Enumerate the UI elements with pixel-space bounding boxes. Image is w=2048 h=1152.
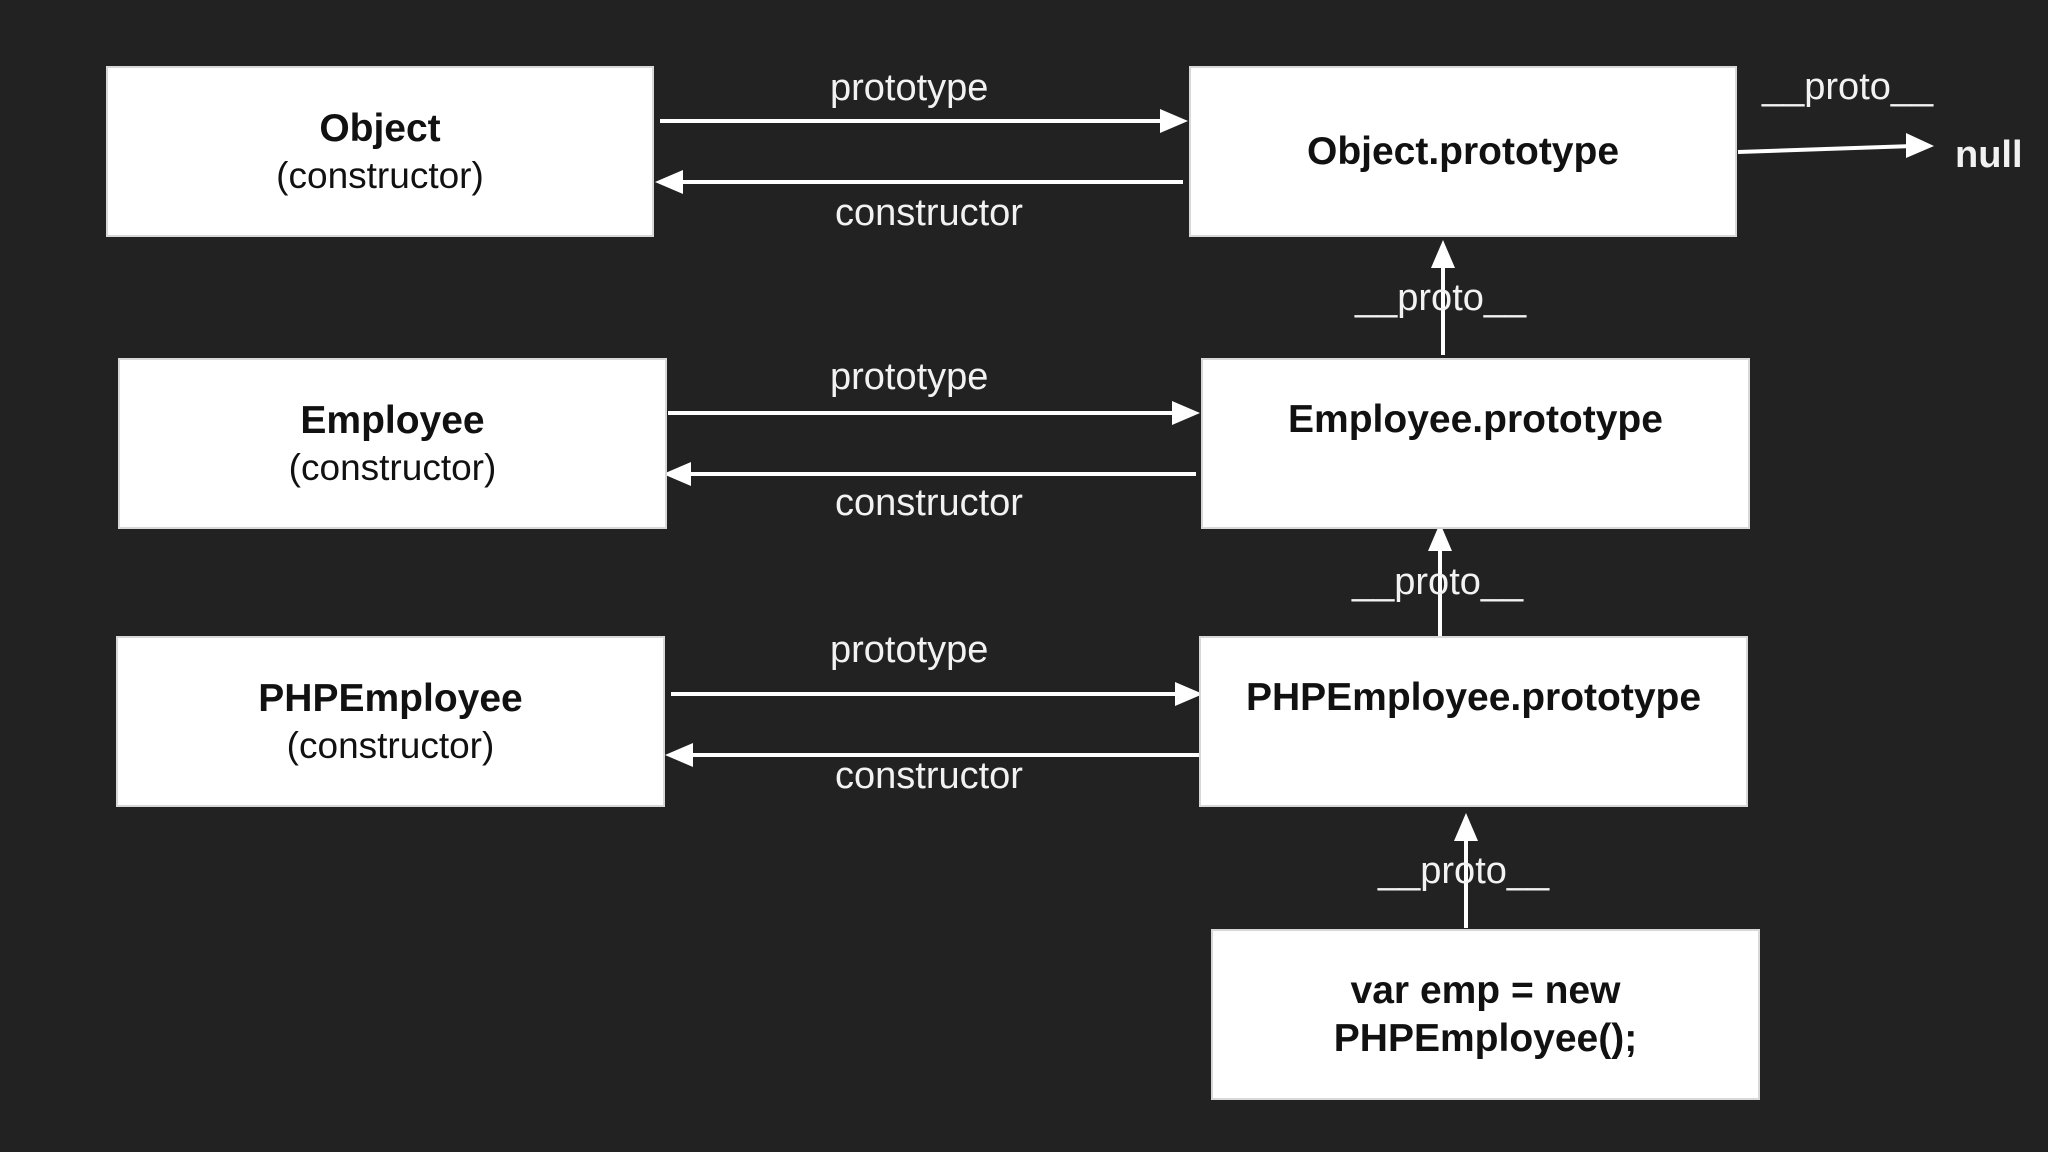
arrowhead-right bbox=[1160, 109, 1188, 133]
employee-constructor-name: Employee bbox=[300, 398, 485, 442]
instance-box: var emp = new PHPEmployee(); bbox=[1211, 929, 1760, 1100]
label-prototype-row1: prototype bbox=[830, 67, 989, 109]
null-node: null bbox=[1955, 134, 2023, 176]
object-prototype-name: Object.prototype bbox=[1306, 130, 1620, 173]
object-constructor-name: Object bbox=[319, 106, 441, 150]
arrowhead-up bbox=[1454, 813, 1478, 841]
employee-prototype-name: Employee.prototype bbox=[1288, 398, 1663, 441]
arrowhead-right bbox=[1175, 682, 1203, 706]
label-proto-php: __proto__ bbox=[1352, 561, 1524, 603]
label-proto-employee: __proto__ bbox=[1355, 277, 1527, 319]
label-proto-object: __proto__ bbox=[1762, 66, 1934, 108]
php-prototype-box: PHPEmployee.prototype bbox=[1199, 636, 1748, 807]
arrowhead-up bbox=[1428, 523, 1452, 551]
employee-constructor-box: Employee (constructor) bbox=[118, 358, 667, 529]
employee-constructor-sub: (constructor) bbox=[288, 446, 497, 488]
instance-line-1: var emp = new bbox=[1350, 968, 1621, 1012]
employee-prototype-box: Employee.prototype bbox=[1201, 358, 1750, 529]
object-constructor-sub: (constructor) bbox=[276, 154, 484, 196]
label-constructor-row3: constructor bbox=[835, 755, 1023, 797]
arrowhead-up bbox=[1431, 240, 1455, 268]
label-proto-instance: __proto__ bbox=[1378, 850, 1550, 892]
object-prototype-box: Object.prototype bbox=[1189, 66, 1737, 237]
arrowhead-right bbox=[1906, 133, 1934, 158]
arrow-object-proto-null bbox=[1737, 144, 1913, 154]
arrowhead-right bbox=[1172, 401, 1200, 425]
php-prototype-name: PHPEmployee.prototype bbox=[1245, 676, 1702, 719]
label-prototype-row2: prototype bbox=[830, 356, 989, 398]
label-prototype-row3: prototype bbox=[830, 629, 989, 671]
arrowhead-left bbox=[663, 462, 691, 486]
php-constructor-name: PHPEmployee bbox=[258, 676, 523, 720]
instance-line-2: PHPEmployee(); bbox=[1333, 1016, 1638, 1060]
php-constructor-sub: (constructor) bbox=[286, 724, 495, 766]
arrowhead-left bbox=[655, 170, 683, 194]
arrowhead-left bbox=[665, 743, 693, 767]
label-constructor-row2: constructor bbox=[835, 482, 1023, 524]
object-constructor-box: Object (constructor) bbox=[106, 66, 654, 237]
php-constructor-box: PHPEmployee (constructor) bbox=[116, 636, 665, 807]
label-constructor-row1: constructor bbox=[835, 192, 1023, 234]
